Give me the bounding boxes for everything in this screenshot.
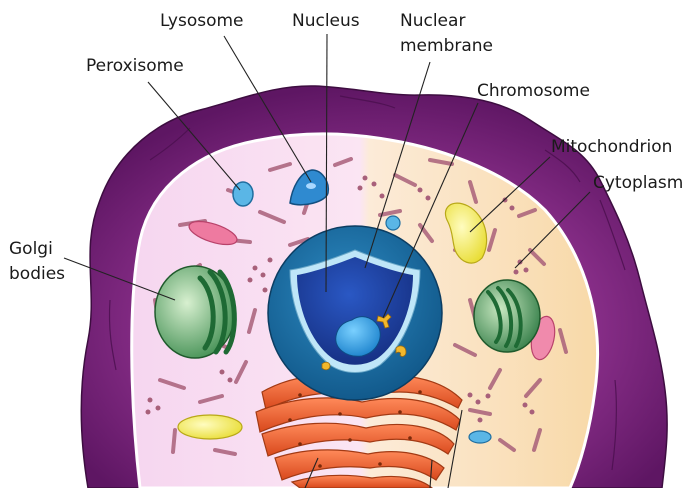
nucleus-organelle	[268, 226, 442, 400]
label-nuclear-membrane-1: Nuclear	[400, 10, 465, 32]
yellow-vesicle-bottom	[178, 415, 242, 439]
label-peroxisome: Peroxisome	[86, 55, 184, 77]
label-chromosome: Chromosome	[477, 80, 590, 102]
label-mitochondrion: Mitochondrion	[551, 136, 672, 158]
small-vesicle	[386, 216, 400, 230]
mitochondrion-green	[474, 280, 540, 352]
label-lysosome: Lysosome	[160, 10, 244, 32]
label-golgi-1: Golgi	[9, 238, 53, 260]
label-cytoplasm: Cytoplasm	[593, 172, 683, 194]
label-nucleus: Nucleus	[292, 10, 360, 32]
label-nuclear-membrane-2: membrane	[400, 35, 493, 57]
label-golgi-2: bodies	[9, 263, 65, 285]
golgi-bodies-organelle	[155, 266, 235, 358]
small-vesicle-bottom	[469, 431, 491, 443]
